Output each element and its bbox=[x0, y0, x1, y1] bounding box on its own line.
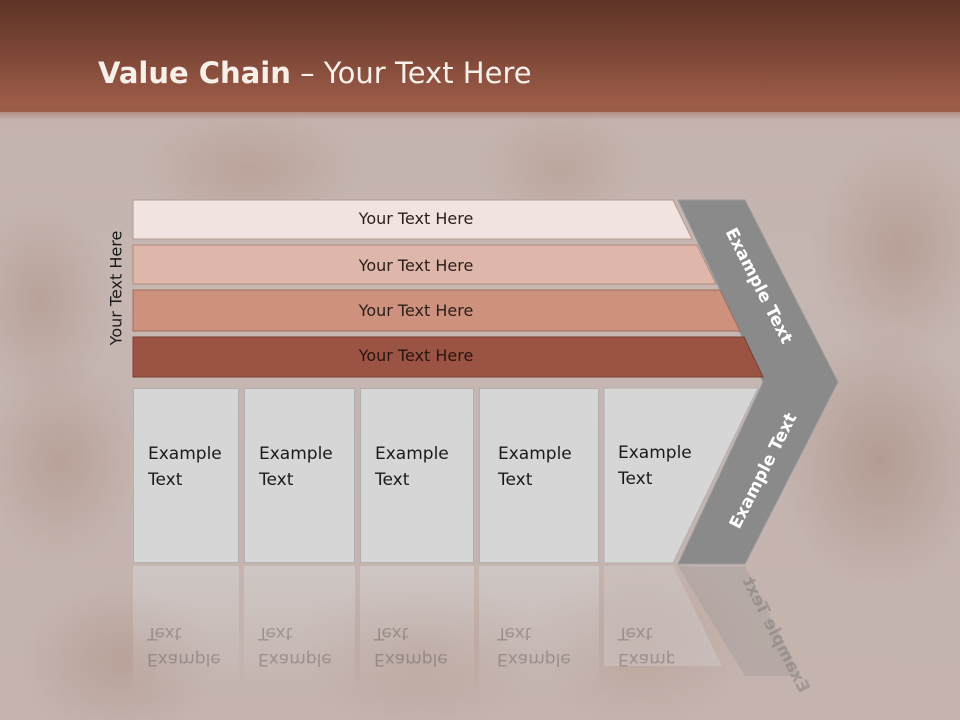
band-shape-1 bbox=[132, 199, 693, 240]
chevron-reflection bbox=[678, 566, 800, 676]
band-label-4: Your Text Here bbox=[358, 346, 474, 365]
activity-box-3-reflection-text: Example Text bbox=[374, 623, 448, 669]
slide-title-rest: – Your Text Here bbox=[290, 56, 532, 90]
activity-box-2-label: Example Text bbox=[259, 444, 333, 490]
band-shape-3 bbox=[132, 289, 741, 332]
box-5-reflection bbox=[604, 566, 722, 666]
box-shape-5 bbox=[603, 387, 759, 564]
activity-box-3: Example Text bbox=[360, 388, 474, 563]
activity-box-4-reflection: Example Text bbox=[479, 566, 599, 696]
activity-box-2-reflection: Example Text bbox=[244, 566, 355, 696]
slide-title: Value Chain – Your Text Here bbox=[98, 56, 532, 90]
activity-box-2-reflection-text: Example Text bbox=[258, 623, 332, 669]
activity-box-3-reflection: Example Text bbox=[360, 566, 474, 696]
title-bar-fade bbox=[0, 106, 960, 120]
activity-box-3-label: Example Text bbox=[375, 444, 449, 490]
chevron-arrow bbox=[677, 199, 839, 565]
slide-title-bold: Value Chain bbox=[98, 56, 291, 90]
title-bar bbox=[0, 0, 960, 112]
band-label-3: Your Text Here bbox=[358, 301, 474, 320]
band-label-2: Your Text Here bbox=[358, 256, 474, 275]
activity-box-4: Example Text bbox=[479, 388, 599, 563]
band-label-1: Your Text Here bbox=[358, 209, 474, 228]
activity-box-5-label: Example Text bbox=[618, 443, 692, 489]
activity-box-1: Example Text bbox=[133, 388, 239, 563]
activity-box-1-label: Example Text bbox=[148, 444, 222, 490]
activity-box-2: Example Text bbox=[244, 388, 355, 563]
activity-box-5-reflection-text: Example Text bbox=[618, 623, 674, 669]
band-shape-2 bbox=[132, 244, 717, 285]
activity-box-4-reflection-text: Example Text bbox=[497, 623, 571, 669]
activity-box-5-reflection: Example Text bbox=[604, 566, 674, 696]
activity-box-1-reflection-text: Example Text bbox=[147, 623, 221, 669]
band-shape-4 bbox=[132, 336, 764, 378]
activity-box-1-reflection: Example Text bbox=[133, 566, 239, 696]
activity-box-4-label: Example Text bbox=[498, 444, 572, 490]
